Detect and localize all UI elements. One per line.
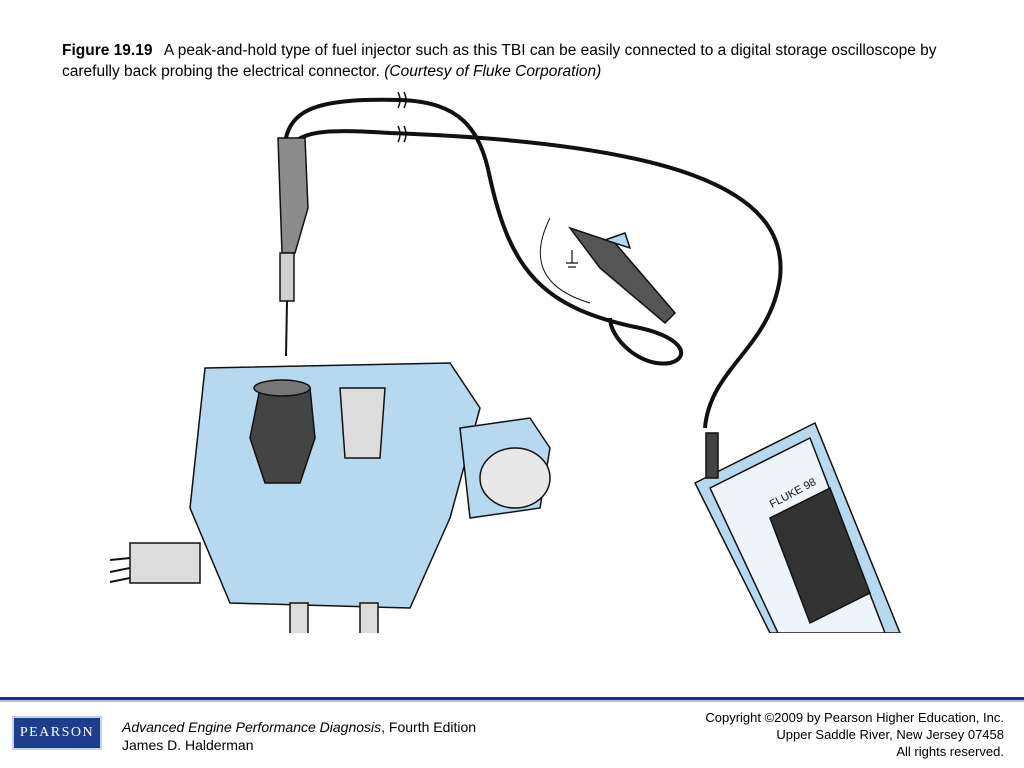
figure-label: Figure 19.19: [62, 42, 153, 59]
back-probe: [277, 137, 309, 357]
copyright-notice: Copyright ©2009 by Pearson Higher Educat…: [584, 709, 1004, 760]
copyright-line-1: Copyright ©2009 by Pearson Higher Educat…: [705, 710, 1004, 725]
caption-text: A peak-and-hold type of fuel injector su…: [62, 42, 937, 80]
figure-caption: Figure 19.19 A peak-and-hold type of fue…: [62, 40, 962, 82]
caption-courtesy: (Courtesy of Fluke Corporation): [384, 63, 602, 80]
probe-cable: [283, 97, 684, 366]
copyright-line-2: Upper Saddle River, New Jersey 07458: [776, 727, 1004, 742]
scope-cable: [288, 129, 783, 429]
book-info: Advanced Engine Performance Diagnosis, F…: [122, 718, 476, 754]
footer-rule: [0, 697, 1024, 700]
book-author: James D. Halderman: [122, 737, 254, 753]
injector-oscilloscope-illustration: FLUKE 98: [110, 91, 901, 633]
book-edition: , Fourth Edition: [381, 719, 477, 735]
footer-rule-shadow: [0, 700, 1024, 702]
throttle-body-injector: [110, 362, 551, 633]
ground-clip: [539, 217, 677, 325]
book-title: Advanced Engine Performance Diagnosis: [122, 719, 382, 735]
cable-break-marks: [397, 91, 407, 143]
pearson-logo: PEARSON: [12, 716, 102, 750]
copyright-line-3: All rights reserved.: [896, 744, 1004, 759]
fluke-oscilloscope: FLUKE 98: [693, 421, 901, 633]
